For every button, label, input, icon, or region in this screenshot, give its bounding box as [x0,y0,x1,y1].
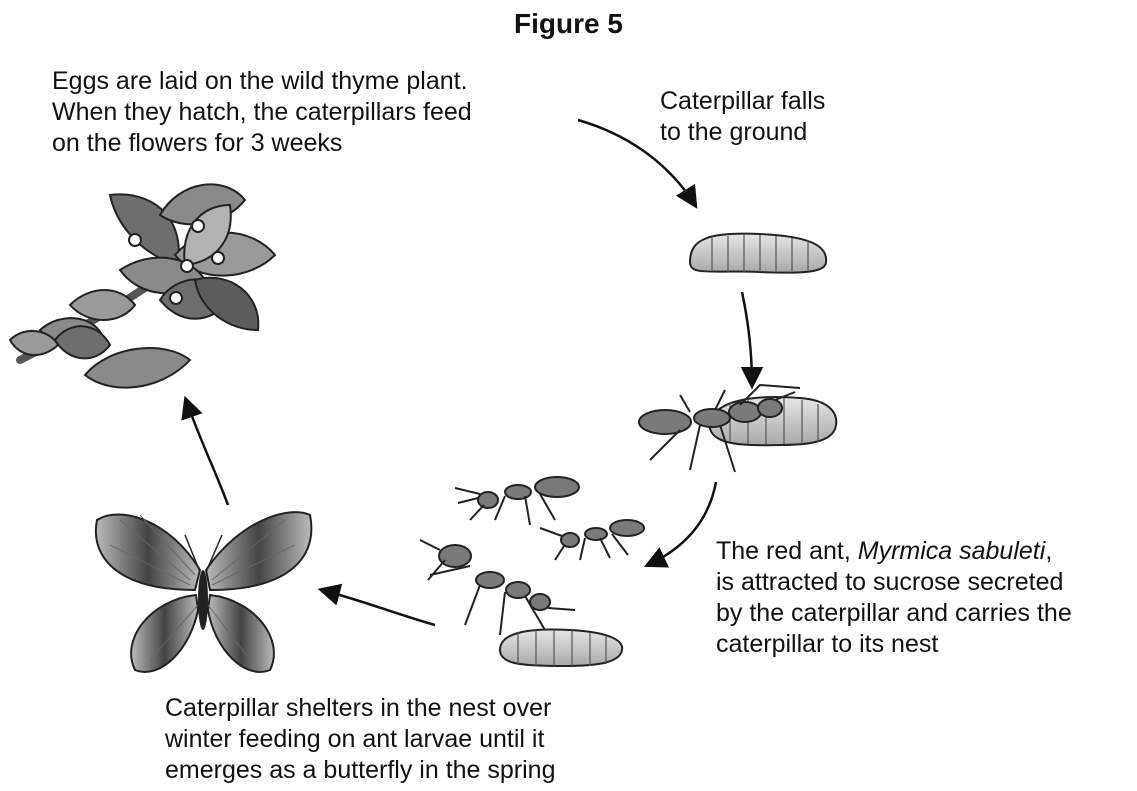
arrow-to-nest [648,482,716,565]
egg-icon [212,252,224,264]
thyme-plant-icon [10,184,275,387]
caterpillar-icon [690,234,826,273]
arrow-to-butterfly [322,590,435,625]
butterfly-icon [96,512,311,672]
arrow-to-ant-encounter [742,292,752,385]
arrow-to-plant [186,400,228,505]
egg-icon [181,260,193,272]
egg-icon [170,292,182,304]
egg-icon [192,220,204,232]
ants-carrying-caterpillar-icon [420,477,644,666]
ant-on-caterpillar-icon [639,385,836,472]
egg-icon [129,234,141,246]
arrow-to-falling-caterpillar [578,120,695,205]
